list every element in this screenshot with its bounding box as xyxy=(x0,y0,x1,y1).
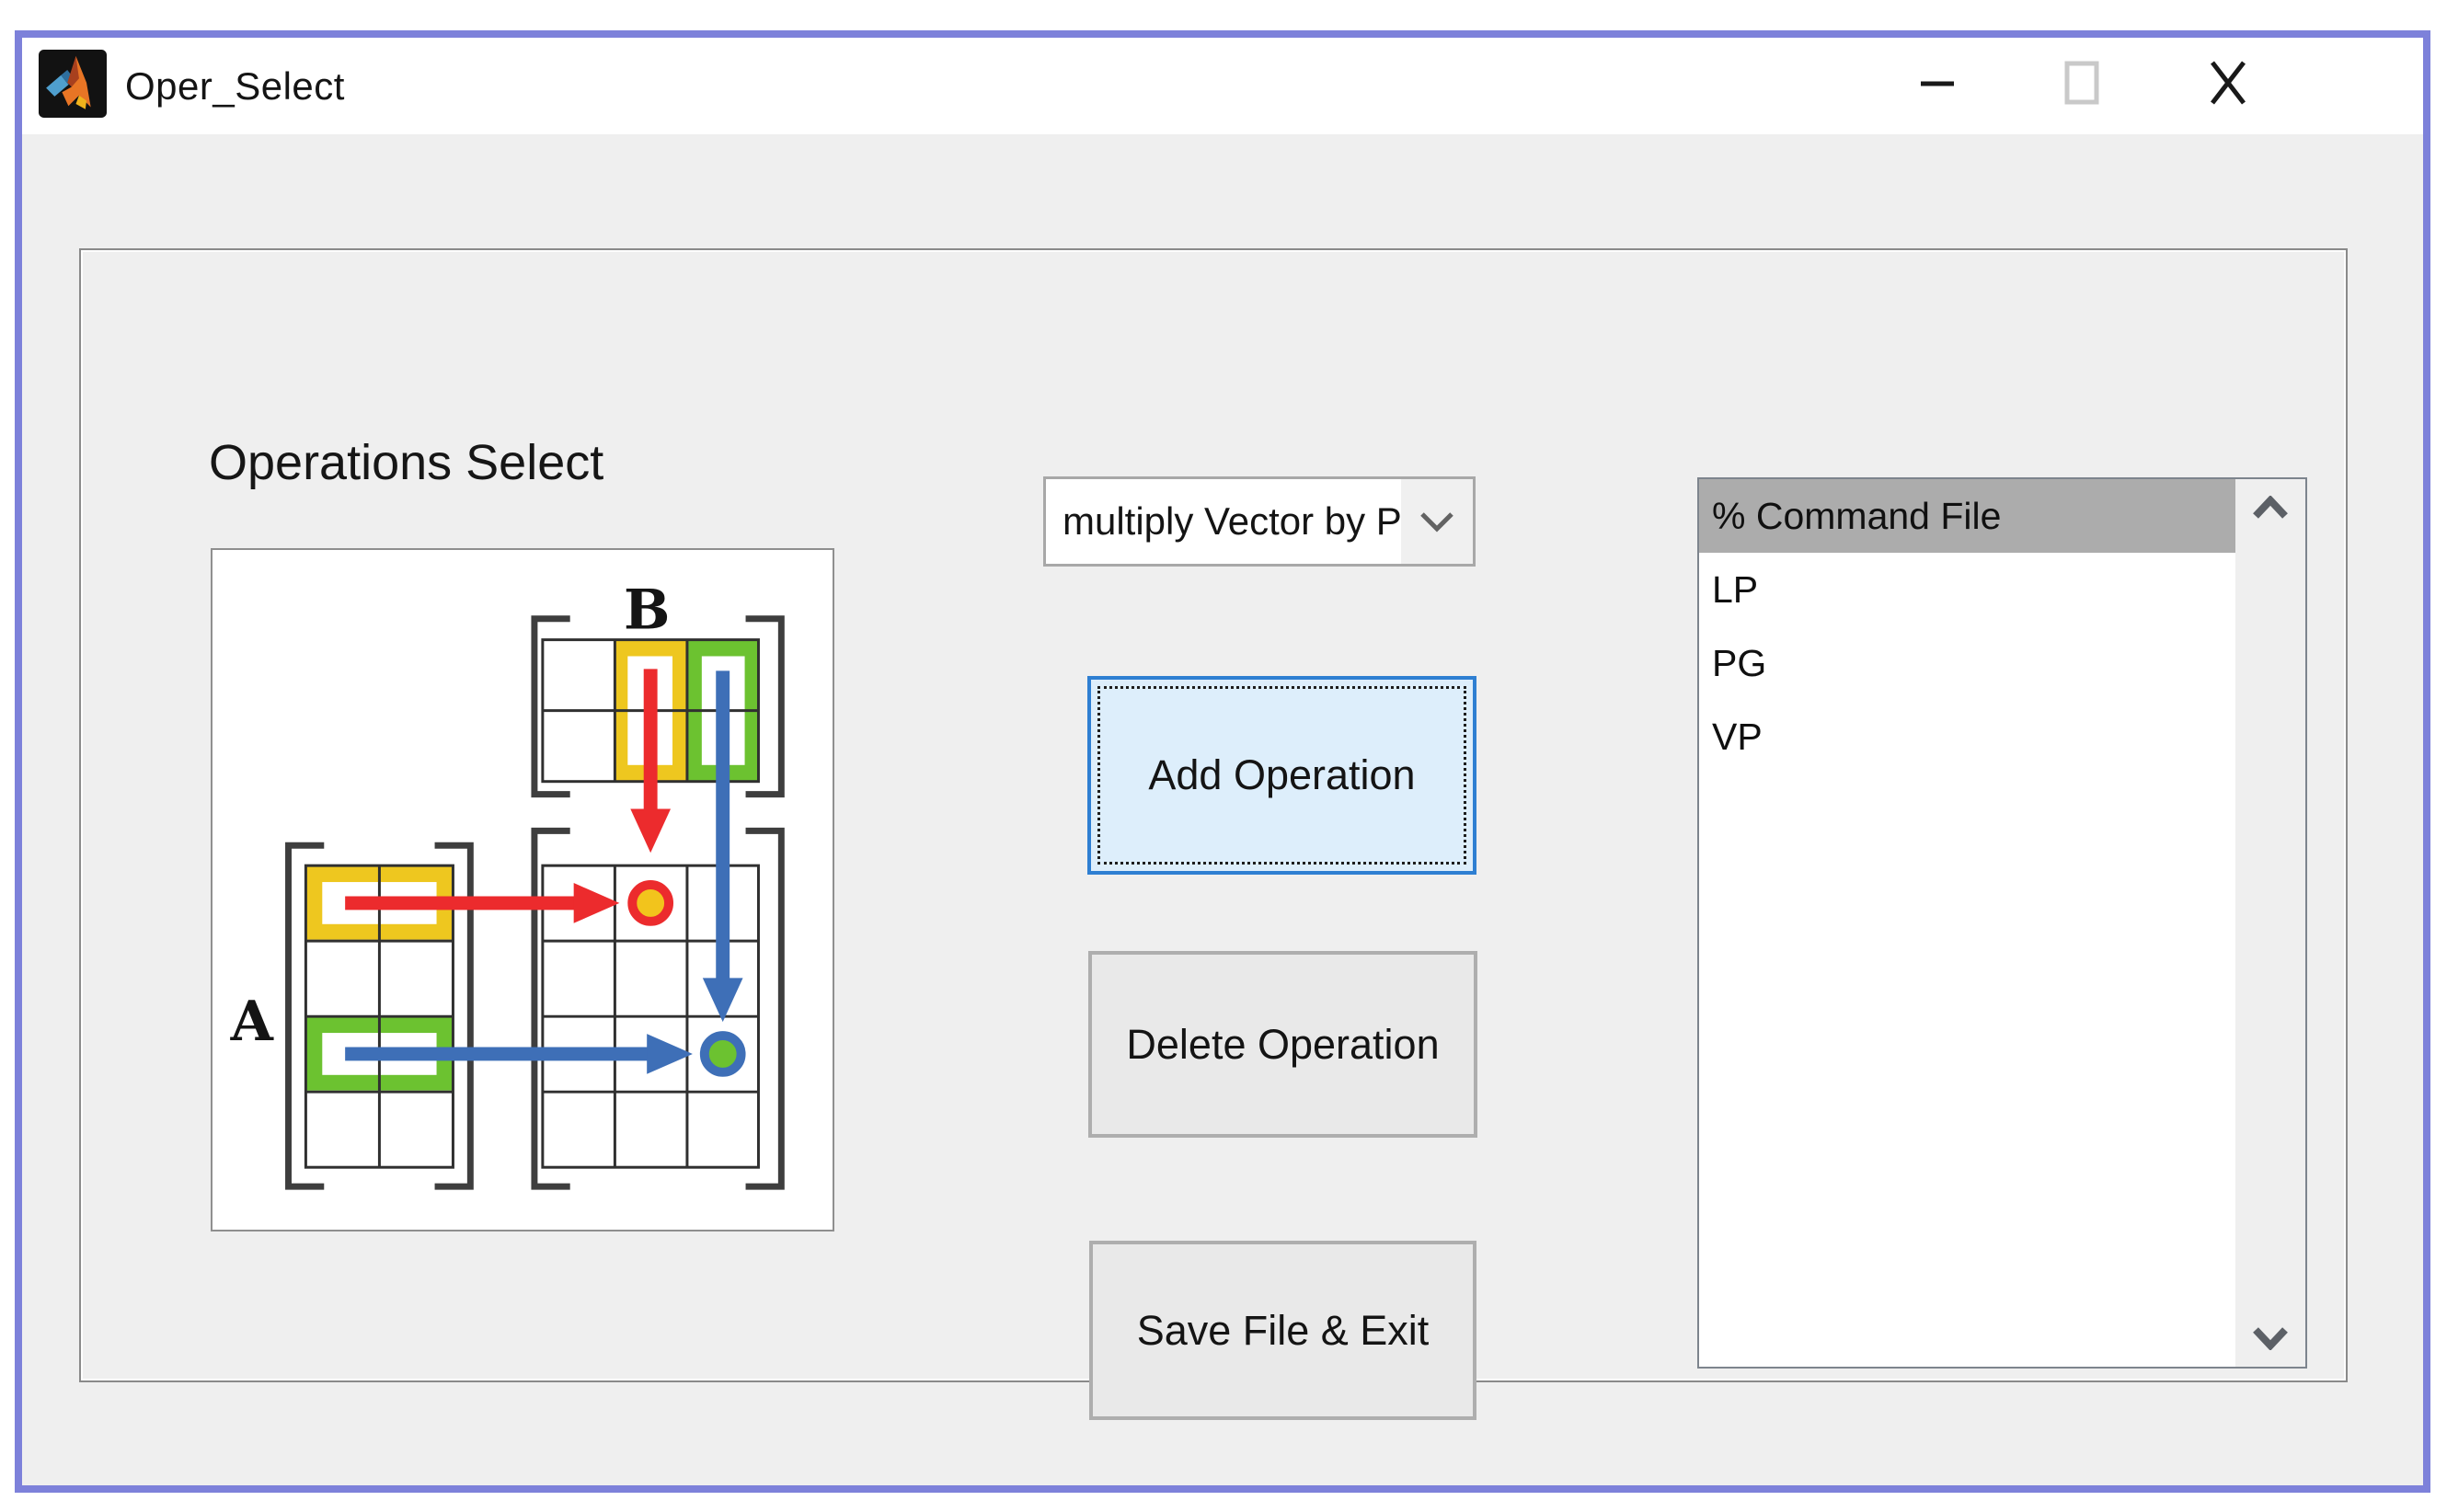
close-button[interactable] xyxy=(2202,57,2254,109)
list-item[interactable]: PG xyxy=(1712,641,1767,684)
command-file-listbox[interactable]: % Command File LP PG VP xyxy=(1697,477,2307,1369)
list-item[interactable]: LP xyxy=(1712,567,1759,611)
content-area: Operations Select xyxy=(22,134,2423,1485)
red-arrows xyxy=(345,669,672,923)
blue-arrows xyxy=(345,670,743,1074)
listbox-rows: % Command File LP PG VP xyxy=(1699,479,2235,1367)
operations-group-panel: Operations Select xyxy=(79,248,2348,1420)
add-operation-label: Add Operation xyxy=(1148,751,1416,798)
product-brackets xyxy=(531,827,785,1190)
delete-operation-label: Delete Operation xyxy=(1126,1020,1440,1068)
listbox-scrollbar[interactable] xyxy=(2235,479,2305,1367)
list-item[interactable]: VP xyxy=(1712,715,1763,758)
matlab-icon xyxy=(39,50,107,118)
page-title: Operations Select xyxy=(209,435,604,490)
matrix-b-label: B xyxy=(624,578,670,643)
a-brackets xyxy=(285,842,474,1190)
operation-dropdown[interactable]: multiply Vector by P xyxy=(1043,476,1476,567)
minimize-button[interactable] xyxy=(1912,57,1963,109)
matrix-multiplication-diagram: B xyxy=(211,548,834,1231)
scroll-down-icon[interactable] xyxy=(2250,1326,2291,1350)
list-item[interactable]: % Command File xyxy=(1699,479,2235,553)
titlebar: Oper_Select xyxy=(22,38,2423,134)
b-brackets xyxy=(531,615,785,798)
result-dot-green xyxy=(699,1031,746,1077)
app-window: Oper_Select Operations Select xyxy=(15,30,2430,1493)
delete-operation-button[interactable]: Delete Operation xyxy=(1088,951,1477,1138)
operation-dropdown-value: multiply Vector by P xyxy=(1063,499,1402,543)
add-operation-button[interactable]: Add Operation xyxy=(1087,676,1476,875)
chevron-down-icon[interactable] xyxy=(1401,479,1473,564)
save-file-exit-label: Save File & Exit xyxy=(1136,1306,1430,1354)
matrix-a-label: A xyxy=(230,990,274,1054)
maximize-button xyxy=(2055,57,2107,109)
diagram-canvas: B xyxy=(230,578,785,1190)
result-dot-yellow xyxy=(627,880,674,926)
save-file-exit-button[interactable]: Save File & Exit xyxy=(1089,1241,1476,1420)
scroll-up-icon[interactable] xyxy=(2250,496,2291,520)
window-title: Oper_Select xyxy=(125,63,345,108)
